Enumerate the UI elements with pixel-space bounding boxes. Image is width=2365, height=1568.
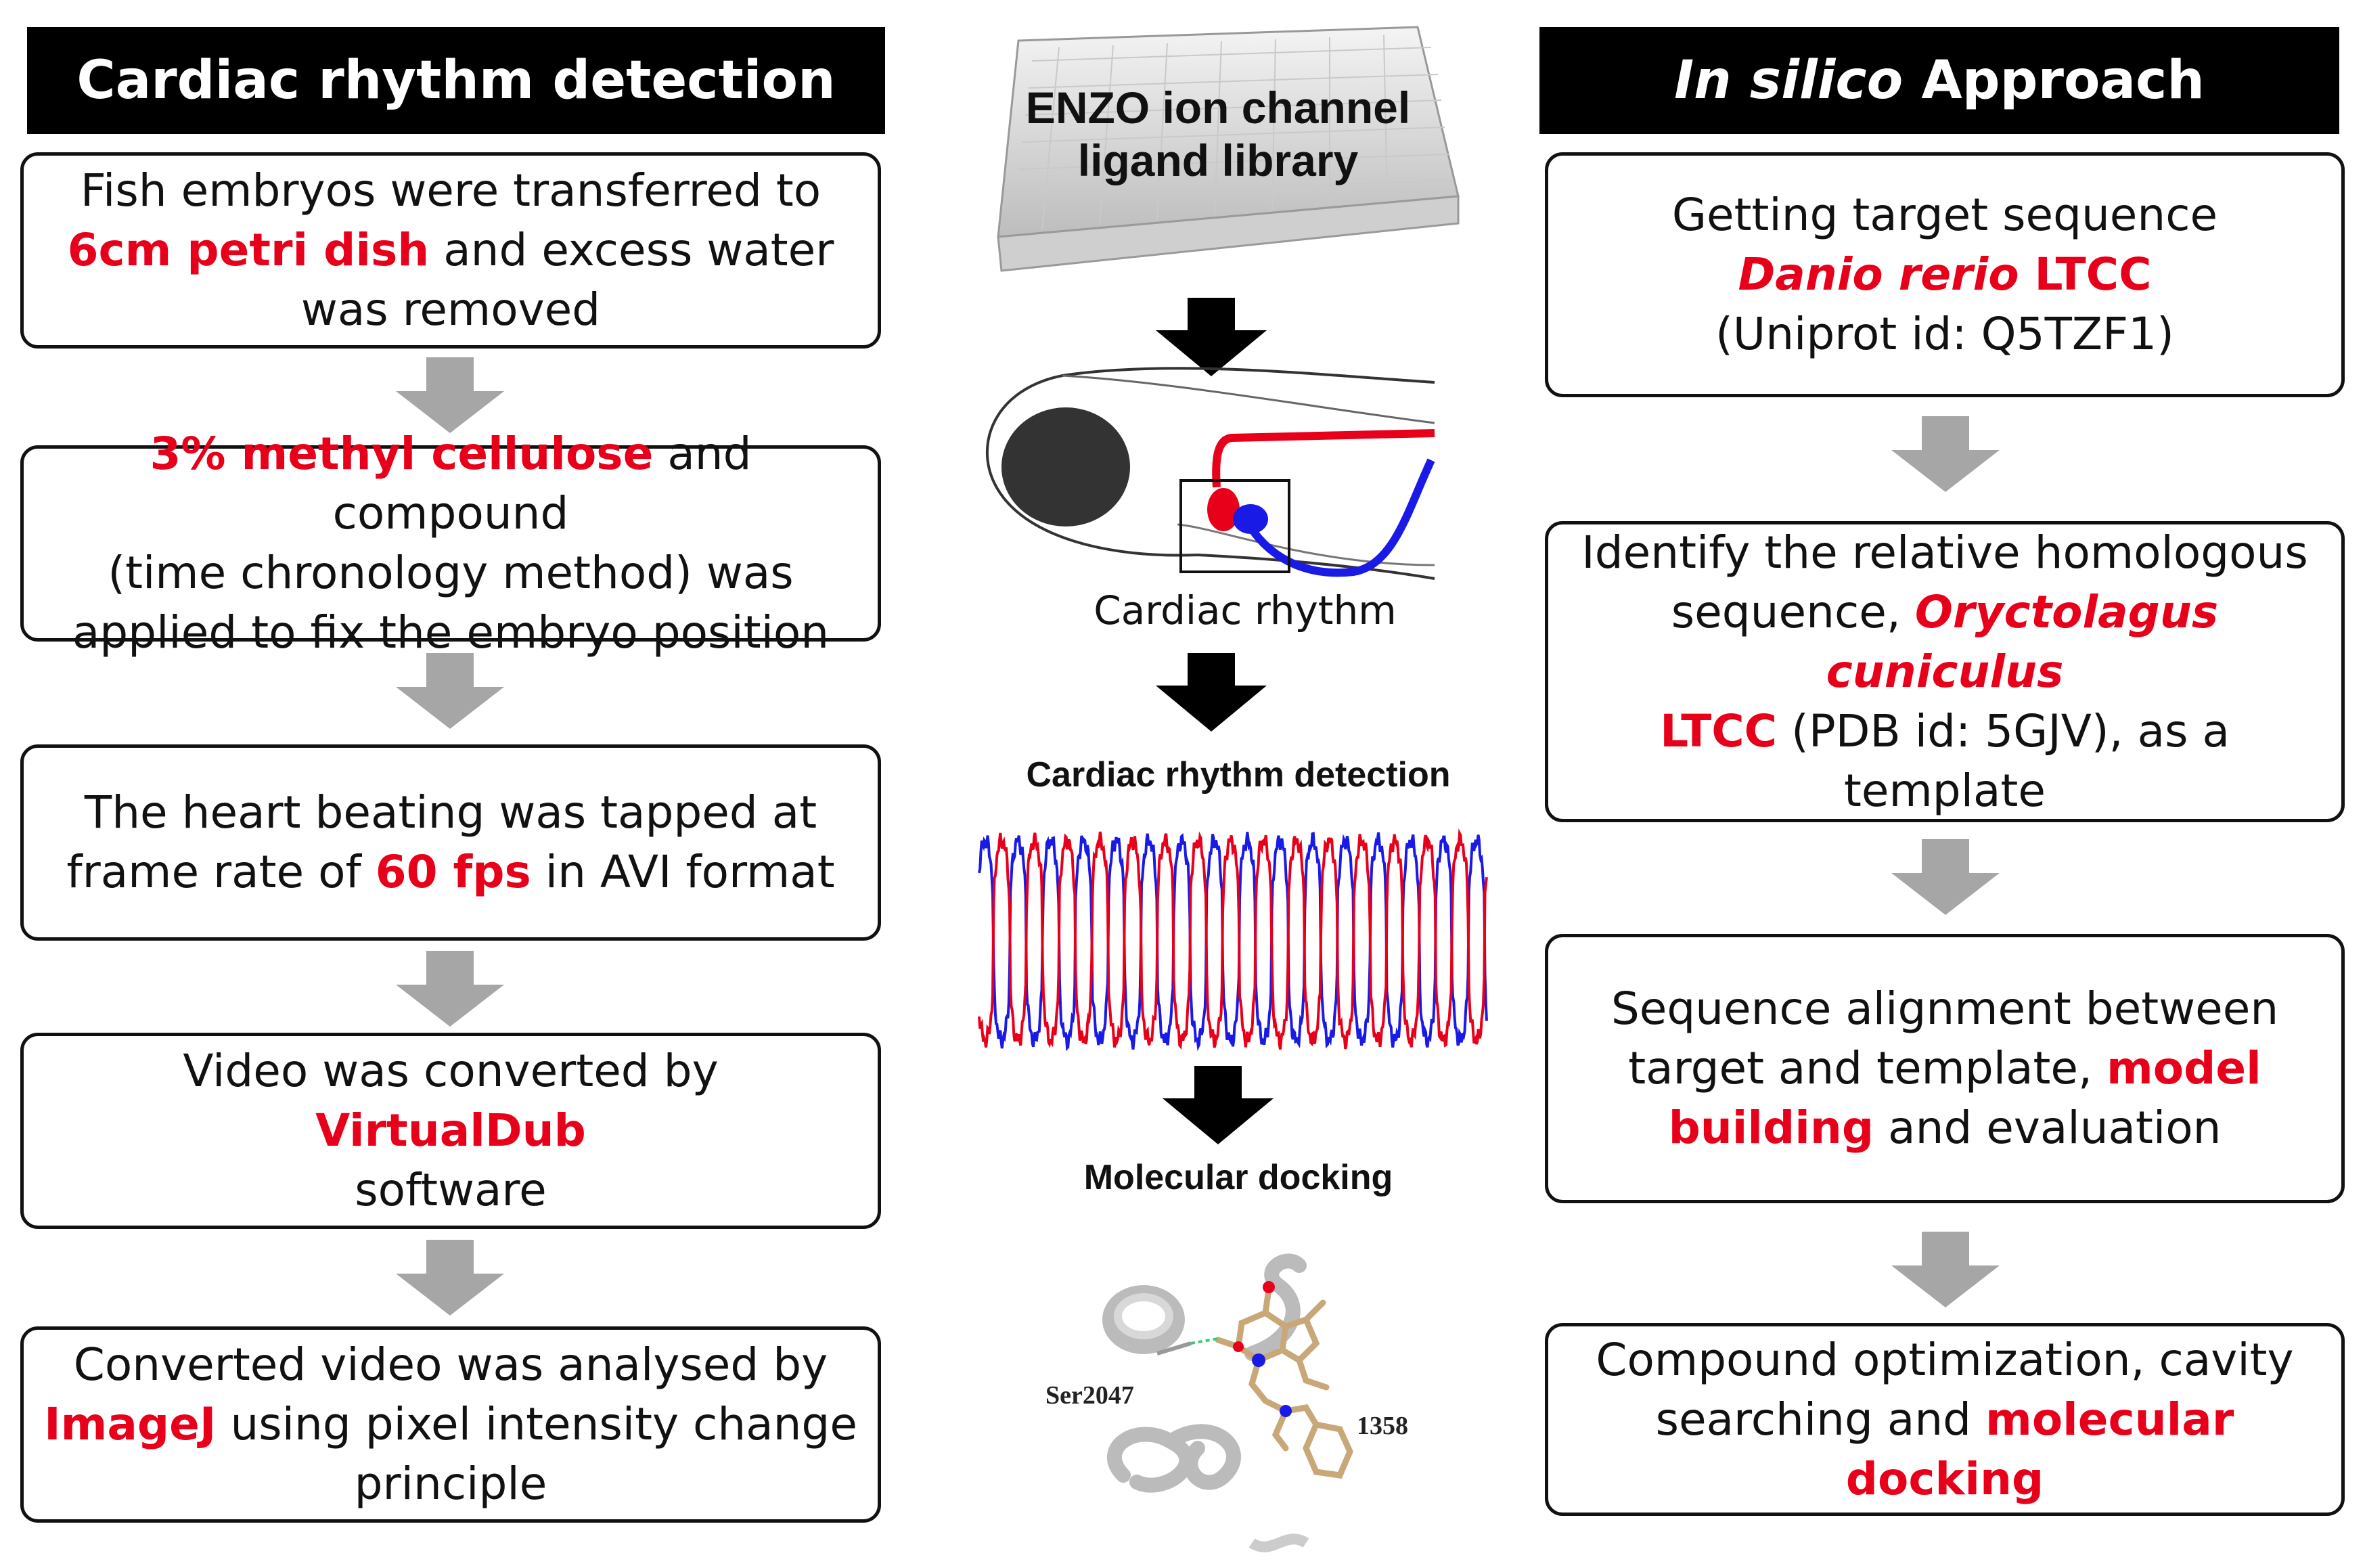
embryo-illustration	[985, 367, 1435, 580]
left-step-4-line-1: Video was converted by	[183, 1045, 719, 1097]
right-step-3-highlight-2: building	[1668, 1102, 1874, 1154]
right-step-1: Getting target sequence Danio rerio LTCC…	[1545, 152, 2345, 397]
right-step-4-line-1: Compound optimization, cavity	[1596, 1333, 2294, 1386]
library-label: ENZO ion channel ligand library	[1025, 83, 1411, 185]
left-step-5-line-2: using pixel intensity change	[216, 1398, 857, 1450]
down-arrow-icon	[1156, 653, 1267, 732]
right-step-2-line-3: (PDB id: 5GJV), as a	[1777, 704, 2230, 757]
left-step-5-highlight: ImageJ	[44, 1398, 217, 1450]
down-arrow-icon	[396, 357, 504, 433]
left-step-3: The heart beating was tapped at frame ra…	[20, 744, 881, 941]
right-step-4-line-2: searching and	[1655, 1393, 1986, 1446]
right-step-4-highlight: molecular docking	[1845, 1393, 2234, 1505]
left-step-1: Fish embryos were transferred to 6cm pet…	[20, 152, 881, 349]
right-step-1-highlight: LTCC	[2019, 248, 2152, 300]
left-step-4: Video was converted by VirtualDub softwa…	[20, 1033, 881, 1229]
left-step-2-line-3: applied to fix the embryo position	[72, 606, 830, 658]
left-step-5-line-1: Converted video was analysed by	[73, 1339, 828, 1391]
residue-label-1358: 1358	[1357, 1412, 1408, 1440]
right-step-2-line-1: Identify the relative homologous	[1581, 526, 2308, 579]
left-step-3-line-3: in AVI format	[531, 846, 835, 898]
left-step-4-highlight: VirtualDub	[315, 1104, 586, 1157]
right-step-1-line-1: Getting target sequence	[1671, 189, 2218, 241]
embryo-caption: Cardiac rhythm	[1094, 587, 1397, 633]
down-arrow-icon	[1891, 839, 2000, 915]
right-column-header: In silico Approach	[1539, 27, 2339, 134]
rhythm-detection-label: Cardiac rhythm detection	[1026, 755, 1451, 794]
left-header-text: Cardiac rhythm detection	[76, 50, 836, 111]
right-step-1-highlight-italic: Danio rerio	[1738, 248, 2019, 300]
left-step-4-line-2: software	[355, 1164, 547, 1216]
right-step-4: Compound optimization, cavity searching …	[1545, 1323, 2345, 1516]
right-step-3-line-2: target and template,	[1628, 1042, 2107, 1094]
rhythm-trace-plot	[978, 828, 1488, 1052]
left-step-1-line-2: and excess water	[429, 224, 834, 276]
right-step-2: Identify the relative homologous sequenc…	[1545, 521, 2345, 822]
right-header-italic: In silico	[1674, 50, 1904, 111]
left-step-5: Converted video was analysed by ImageJ u…	[20, 1326, 881, 1523]
left-step-5-line-3: principle	[354, 1458, 547, 1510]
right-step-3-line-3: and evaluation	[1874, 1102, 2222, 1154]
left-step-1-line-3: was removed	[300, 284, 601, 336]
right-step-3-line-1: Sequence alignment between	[1611, 983, 2279, 1035]
down-arrow-icon	[1163, 1066, 1274, 1144]
right-step-2-highlight-italic: Oryctolagus cuniculus	[1826, 585, 2219, 698]
right-header-text: Approach	[1903, 50, 2205, 111]
right-step-1-line-2: (Uniprot id: Q5TZF1)	[1715, 308, 2174, 360]
docking-structure-image	[1102, 1253, 1353, 1552]
left-step-1-line-1: Fish embryos were transferred to	[80, 164, 821, 217]
well-plate-image	[997, 26, 1460, 272]
down-arrow-icon	[1156, 298, 1267, 376]
left-step-3-line-1: The heart beating was tapped at	[84, 786, 817, 838]
left-column-header: Cardiac rhythm detection	[27, 27, 885, 134]
right-step-3-highlight: model	[2106, 1042, 2261, 1094]
down-arrow-icon	[1891, 416, 2000, 492]
right-step-2-line-2: sequence,	[1671, 585, 1915, 638]
left-step-2-line-2: (time chronology method) was	[108, 547, 794, 599]
residue-label-ser2047: Ser2047	[1045, 1381, 1134, 1410]
right-step-2-highlight: LTCC	[1660, 704, 1778, 757]
right-step-3: Sequence alignment between target and te…	[1545, 934, 2345, 1203]
left-step-2-highlight: 3% methyl cellulose	[150, 428, 654, 480]
left-step-3-highlight: 60 fps	[375, 846, 531, 898]
left-step-2-line-1: and compound	[332, 428, 752, 539]
docking-label: Molecular docking	[1083, 1158, 1393, 1197]
left-step-1-highlight: 6cm petri dish	[67, 224, 430, 276]
left-step-3-line-2: frame rate of	[66, 846, 376, 898]
down-arrow-icon	[396, 951, 504, 1027]
left-step-2: 3% methyl cellulose and compound (time c…	[20, 428, 881, 658]
right-step-2-line-4: template	[1844, 764, 2046, 817]
down-arrow-icon	[396, 1240, 504, 1316]
down-arrow-icon	[396, 653, 504, 729]
down-arrow-icon	[1891, 1232, 2000, 1307]
